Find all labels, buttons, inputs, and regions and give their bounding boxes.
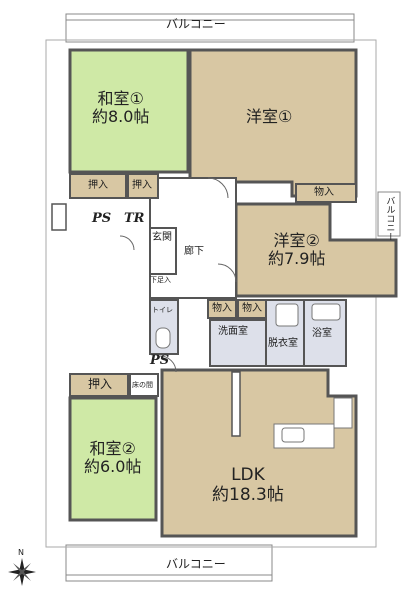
tokonoma-box [129, 373, 159, 397]
oshiire-3-box [69, 373, 129, 397]
balcony-bottom [65, 544, 273, 582]
toilet-bowl [155, 327, 171, 349]
ps-1-label: PS [92, 211, 112, 226]
monoire-1-label: 物入 [314, 187, 334, 198]
compass-n-label: N [18, 548, 24, 557]
toilet-room [149, 299, 179, 355]
balcony-bottom-label: バルコニー [166, 557, 226, 571]
washitsu1-floor [68, 48, 190, 174]
kitchen-sink [281, 427, 305, 443]
datsui-label: 脱衣室 [268, 338, 298, 349]
monoire-3-label: 物入 [242, 303, 262, 314]
washitsu1-label: 和室① 約8.0帖 [92, 89, 150, 127]
toilet-label: トイレ [152, 306, 173, 314]
door-swings [119, 177, 237, 373]
ldk-floor [160, 368, 358, 538]
yoshitsu1-label: 洋室① [246, 107, 293, 126]
monoire-2-box [207, 299, 237, 319]
washitsu1-name: 和室① [97, 89, 144, 108]
oshiire-2-label: 押入 [132, 180, 152, 191]
pillar-1 [231, 371, 241, 437]
monoire-1-box [295, 183, 357, 203]
roka-label: 廊下 [184, 246, 204, 257]
pillar-2 [51, 203, 67, 231]
oshiire-1-label: 押入 [88, 180, 108, 191]
washitsu2-name: 和室② [89, 439, 136, 458]
washitsu2-floor [68, 396, 158, 522]
ps-2-label: PS [150, 353, 170, 368]
yoshitsu2-size: 約7.9帖 [268, 249, 326, 269]
washing-machine [275, 303, 299, 327]
oshiire-2-box [127, 173, 159, 199]
bathtub [311, 303, 341, 321]
balcony-side [377, 191, 401, 237]
tr-label: TR [124, 211, 145, 226]
shoe-box-label: 下足入 [150, 276, 171, 284]
yoshitsu1-name: 洋室① [246, 107, 293, 126]
yoshitsu2-label: 洋室② 約7.9帖 [268, 231, 326, 269]
bath-label: 浴室 [312, 328, 332, 339]
balcony-side-label: バルコニー [384, 196, 395, 241]
oshiire-1-box [69, 173, 127, 199]
genkan-label: 玄関 [152, 232, 172, 243]
washitsu2-label: 和室② 約6.0帖 [84, 439, 142, 477]
ldk-label: LDK 約18.3帖 [212, 465, 284, 505]
monoire-2-label: 物入 [212, 303, 232, 314]
genkan-floor [149, 227, 177, 275]
balcony-top-label: バルコニー [166, 17, 226, 31]
ldk-size: 約18.3帖 [212, 484, 284, 505]
senmen-label: 洗面室 [218, 326, 248, 337]
oshiire-3-label: 押入 [88, 377, 113, 391]
ldk-name: LDK [231, 465, 265, 485]
compass-icon [8, 558, 36, 586]
washitsu1-size: 約8.0帖 [92, 107, 150, 127]
balcony-top [65, 13, 355, 43]
washitsu2-size: 約6.0帖 [84, 457, 142, 477]
yoshitsu2-name: 洋室② [273, 231, 320, 250]
stove [333, 397, 353, 429]
tokonoma-label: 床の間 [132, 381, 153, 389]
